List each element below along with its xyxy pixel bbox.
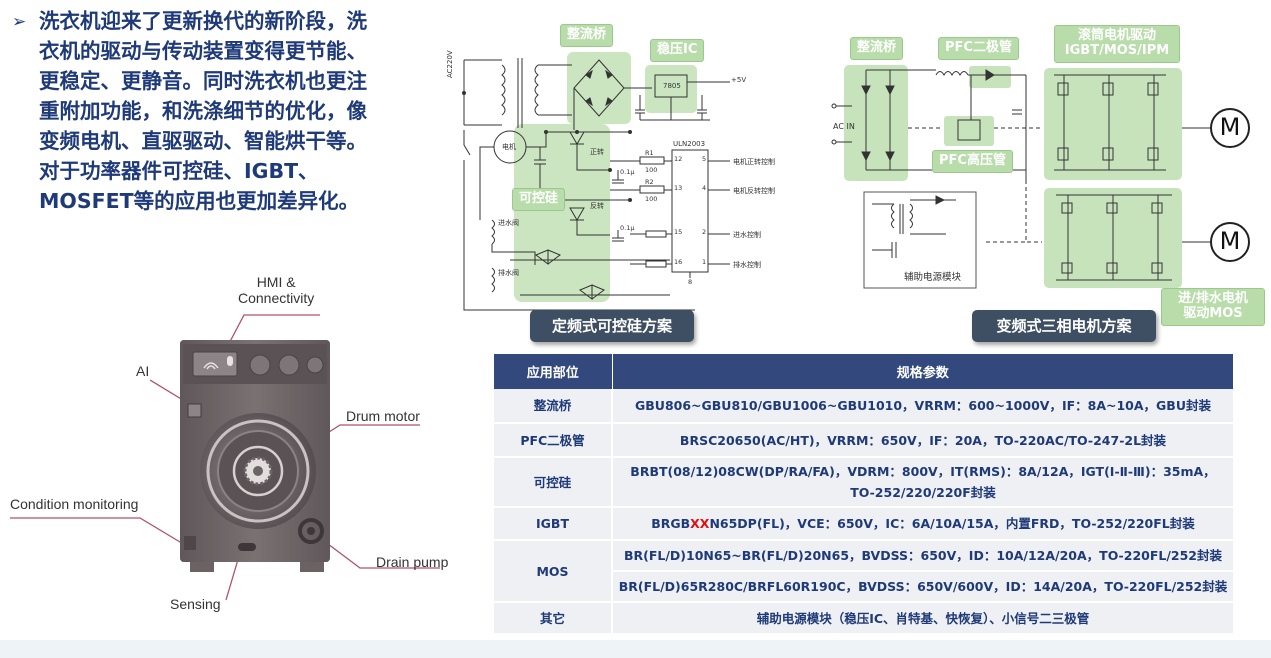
callout-hmi-line1: HMI &: [256, 274, 296, 290]
pin5: 5: [702, 155, 707, 163]
drain-valve-label: 排水阀: [498, 269, 519, 277]
intro-paragraph: ➢ 洗衣机迎来了更新换代的新阶段，洗 衣机的驱动与传动装置变得更节能、 更稳定、…: [12, 6, 432, 216]
spec-line: TO-252/220/220F封装: [850, 485, 996, 500]
tag-regulator-ic: 稳压IC: [650, 39, 705, 62]
part-cell: 整流桥: [494, 389, 613, 424]
intro-line: 重附加功能，和洗涤细节的优化，像: [39, 99, 367, 123]
callout-drum-motor: Drum motor: [346, 408, 420, 424]
spec-table: 应用部位 规格参数 整流桥 GBU806~GBU810/GBU1006~GBU1…: [494, 354, 1233, 635]
tag-scr: 可控硅: [512, 188, 566, 211]
callout-hmi: HMI & Connectivity: [238, 274, 314, 306]
out-forward-control: 电机正转控制: [733, 158, 775, 166]
cap-value: 0.1μ: [620, 168, 635, 176]
intro-line: 对于功率器件可控硅、IGBT、: [39, 159, 319, 183]
pin2: 2: [702, 228, 707, 236]
aux-power-label: 辅助电源模块: [904, 272, 962, 283]
tag-vf-rectifier: 整流桥: [850, 37, 904, 60]
vf-schematic: [831, 65, 1250, 289]
ac-in-label: AC IN: [833, 122, 855, 131]
spec-prefix: BRGB: [651, 516, 691, 531]
bullet-arrow-icon: ➢: [12, 12, 27, 32]
tag-pfc-diode: PFC二极管: [938, 37, 1019, 60]
forward-label: 正转: [590, 148, 604, 156]
uln2003-label: ULN2003: [673, 140, 706, 148]
intro-line: 变频电机、直驱驱动、智能烘干等。: [39, 129, 367, 153]
spec-red-placeholder: XX: [690, 516, 710, 531]
vf-scheme-title: 变频式三相电机方案: [972, 310, 1156, 342]
spec-cell: BR(FL/D)10N65~BR(FL/D)20N65，BVDSS：650V，I…: [612, 540, 1233, 572]
out-drain-control: 排水控制: [733, 261, 761, 269]
fixed-scr-circuit: AC220V 电机 +5V 7805 ULN2003 进水阀 排水阀 正转 反转…: [440, 20, 800, 345]
callout-condition-monitoring: Condition monitoring: [10, 496, 139, 512]
out-inlet-control: 进水控制: [733, 231, 761, 239]
pin4: 4: [702, 184, 707, 192]
tag-rectifier: 整流桥: [560, 24, 614, 47]
r1-label: R1: [645, 149, 654, 157]
table-row: 其它 辅助电源模块（稳压IC、肖特基、快恢复）、小信号二三极管: [494, 602, 1233, 635]
table-row: PFC二极管 BRSC20650(AC/HT)，VRRM：650V，IF：20A…: [494, 423, 1233, 458]
tag-drum-drive: 滚筒电机驱动 IGBT/MOS/IPM: [1054, 25, 1180, 63]
r1-value: 100: [645, 166, 658, 174]
part-cell: 其它: [494, 602, 613, 635]
spec-cell: BRGBXXN65DP(FL)，VCE：650V，IC：6A/10A/15A，内…: [612, 507, 1233, 541]
callout-sensing: Sensing: [170, 596, 221, 612]
part-cell: PFC二极管: [494, 423, 613, 458]
pin8: 8: [688, 278, 693, 286]
table-row: 可控硅 BRBT(08/12)08CW(DP/RA/FA)，VDRM：800V，…: [494, 457, 1233, 508]
table-row: 整流桥 GBU806~GBU810/GBU1006~GBU1010，VRRM：6…: [494, 389, 1233, 424]
plus5v-label: +5V: [731, 76, 747, 84]
header-part: 应用部位: [494, 354, 613, 389]
spec-line: BRBT(08/12)08CW(DP/RA/FA)，VDRM：800V，IT(R…: [630, 464, 1216, 479]
motor-m-icon: M: [1219, 113, 1241, 141]
spec-cell: BRBT(08/12)08CW(DP/RA/FA)，VDRM：800V，IT(R…: [612, 457, 1233, 508]
scr-schematic: [462, 52, 730, 311]
cap-value-2: 0.1μ: [620, 224, 635, 232]
fixed-scheme-title: 定频式可控硅方案: [530, 310, 694, 342]
washer-illustration: HMI & Connectivity AI Drum motor Conditi…: [0, 268, 470, 628]
motor-label: 电机: [502, 143, 516, 151]
tag-pump-drive: 进/排水电机 驱动MOS: [1161, 288, 1265, 326]
inlet-valve-label: 进水阀: [498, 219, 519, 227]
intro-line: 更稳定、更静音。同时洗衣机也更注: [39, 69, 367, 93]
spec-cell: GBU806~GBU810/GBU1006~GBU1010，VRRM：600~1…: [612, 389, 1233, 424]
pin12: 12: [674, 155, 683, 163]
table-row: IGBT BRGBXXN65DP(FL)，VCE：650V，IC：6A/10A/…: [494, 507, 1233, 541]
tag-pfc-hv: PFC高压管: [932, 150, 1013, 173]
spec-suffix: N65DP(FL)，VCE：650V，IC：6A/10A/15A，内置FRD，T…: [709, 516, 1195, 531]
vf-three-phase-circuit: AC IN 辅助电源模块 M M 整流桥 PFC二极管 滚筒电机驱动 IGBT/…: [826, 20, 1271, 350]
intro-line: MOSFET等的应用也更加差异化。: [39, 189, 360, 213]
r2-label: R2: [645, 178, 654, 186]
bottom-bar: [0, 640, 1271, 658]
pin16: 16: [674, 258, 683, 266]
washer-drawing: [10, 314, 440, 601]
callout-drain-pump: Drain pump: [376, 554, 449, 570]
pin13: 13: [674, 184, 683, 192]
part-cell: MOS: [494, 540, 613, 603]
callout-hmi-line2: Connectivity: [238, 290, 315, 306]
intro-line: 衣机的驱动与传动装置变得更节能、: [39, 39, 367, 63]
ac220v-label: AC220V: [446, 50, 454, 78]
part-cell: 可控硅: [494, 457, 613, 508]
pin15: 15: [674, 228, 683, 236]
spec-cell: BRSC20650(AC/HT)，VRRM：650V，IF：20A，TO-220…: [612, 423, 1233, 458]
callout-ai: AI: [136, 363, 150, 379]
ic7805-label: 7805: [663, 82, 681, 90]
out-reverse-control: 电机反转控制: [733, 187, 775, 195]
part-cell: IGBT: [494, 507, 613, 541]
table-header-row: 应用部位 规格参数: [494, 354, 1233, 389]
reverse-label: 反转: [590, 202, 604, 210]
intro-line: 洗衣机迎来了更新换代的新阶段，洗: [39, 9, 367, 33]
pin1: 1: [702, 258, 707, 266]
motor-m-icon-2: M: [1219, 227, 1241, 255]
spec-cell: 辅助电源模块（稳压IC、肖特基、快恢复）、小信号二三极管: [612, 602, 1233, 635]
header-specs: 规格参数: [612, 354, 1233, 389]
r2-value: 100: [645, 195, 658, 203]
spec-cell: BR(FL/D)65R280C/BRFL60R190C，BVDSS：650V/6…: [612, 571, 1233, 603]
table-row: MOS BR(FL/D)10N65~BR(FL/D)20N65，BVDSS：65…: [494, 540, 1233, 603]
table-row: BR(FL/D)65R280C/BRFL60R190C，BVDSS：650V/6…: [494, 571, 1233, 603]
